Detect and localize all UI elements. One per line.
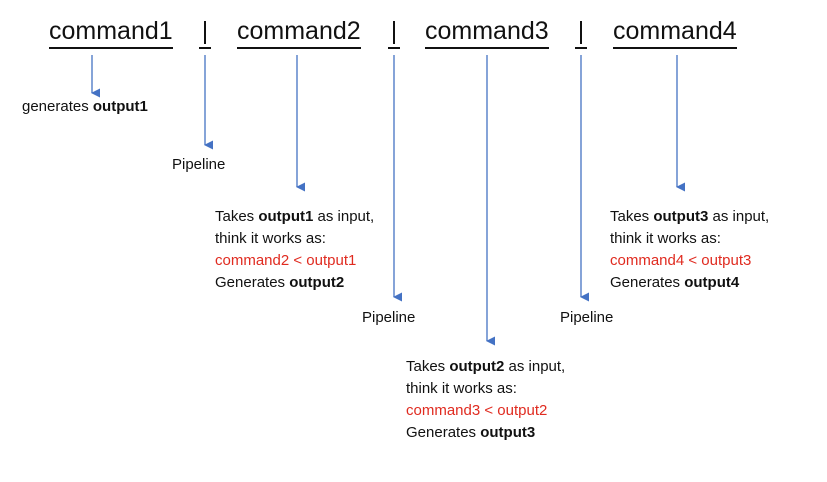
- step2-generates-line: Generates output2: [215, 272, 374, 294]
- step4-generates-prefix: Generates: [610, 274, 681, 291]
- step4-generates-line: Generates output4: [610, 272, 769, 294]
- step4-takes-suffix: as input,: [712, 208, 770, 225]
- pipeline-label-2: Pipeline: [362, 309, 416, 326]
- step2-generates-prefix: Generates: [215, 274, 286, 291]
- step2-output-name: output2: [289, 274, 345, 291]
- step2-takes-suffix: as input,: [317, 208, 375, 225]
- step3-takes-prefix: Takes: [406, 358, 446, 375]
- step4-takes-line: Takes output3 as input,: [610, 206, 769, 228]
- step4-input-name: output3: [653, 208, 709, 225]
- step4-description: Takes output3 as input, think it works a…: [610, 206, 769, 294]
- step2-input-name: output1: [258, 208, 314, 225]
- step3-redirect: command3 < output2: [406, 402, 548, 419]
- step2-takes-prefix: Takes: [215, 208, 255, 225]
- step3-takes-suffix: as input,: [508, 358, 566, 375]
- step4-redirect: command4 < output3: [610, 252, 752, 269]
- step3-output-name: output3: [480, 424, 536, 441]
- step3-generates-line: Generates output3: [406, 422, 565, 444]
- step4-takes-prefix: Takes: [610, 208, 650, 225]
- pipe-symbol-2: |: [388, 16, 400, 49]
- step3-description: Takes output2 as input, think it works a…: [406, 356, 565, 444]
- step3-generates-prefix: Generates: [406, 424, 477, 441]
- output1-name: output1: [92, 98, 148, 115]
- step4-output-name: output4: [684, 274, 740, 291]
- command3-label: command3: [425, 16, 549, 49]
- pipe-symbol-1: |: [199, 16, 211, 49]
- pipe-symbol-3: |: [575, 16, 587, 49]
- pipeline-label-3: Pipeline: [560, 309, 614, 326]
- step3-works-as: think it works as:: [406, 380, 517, 397]
- generates-text: generates: [22, 98, 89, 115]
- step3-takes-line: Takes output2 as input,: [406, 356, 565, 378]
- step2-description: Takes output1 as input, think it works a…: [215, 206, 374, 294]
- step2-redirect: command2 < output1: [215, 252, 357, 269]
- pipeline-label-1: Pipeline: [172, 156, 226, 173]
- generates-output1-label: generates output1: [22, 96, 148, 118]
- step4-works-as: think it works as:: [610, 230, 721, 247]
- step2-takes-line: Takes output1 as input,: [215, 206, 374, 228]
- command2-label: command2: [237, 16, 361, 49]
- step3-input-name: output2: [449, 358, 505, 375]
- command4-label: command4: [613, 16, 737, 49]
- command1-label: command1: [49, 16, 173, 49]
- step2-works-as: think it works as:: [215, 230, 326, 247]
